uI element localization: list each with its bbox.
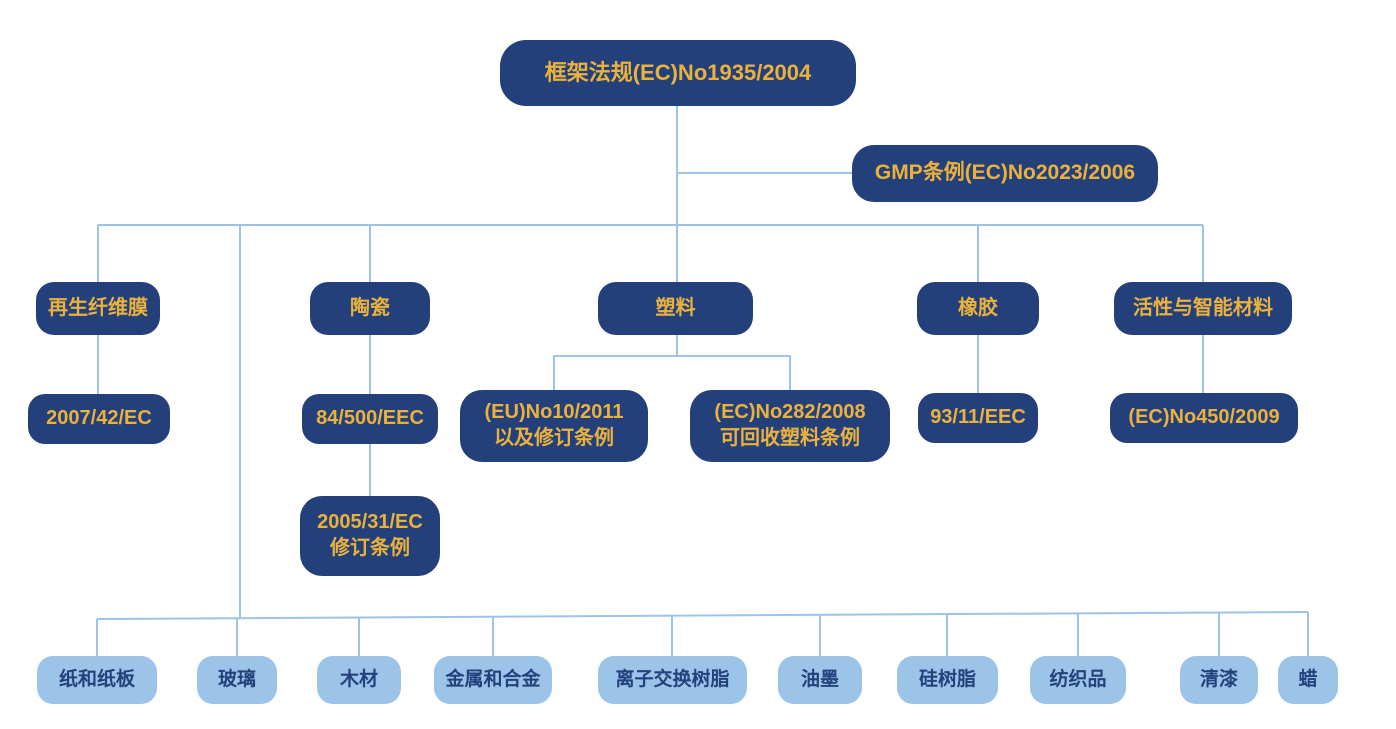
node-regulation-ec-450-2009: (EC)No450/2009 bbox=[1110, 393, 1298, 443]
node-framework-regulation: 框架法规(EC)No1935/2004 bbox=[500, 40, 856, 106]
node-printing-ink: 油墨 bbox=[778, 656, 862, 704]
node-directive-2007-42-ec: 2007/42/EC bbox=[28, 394, 170, 444]
node-paper-and-board: 纸和纸板 bbox=[37, 656, 157, 704]
node-metals-and-alloys: 金属和合金 bbox=[434, 656, 552, 704]
node-directive-84-500-eec: 84/500/EEC bbox=[302, 394, 438, 444]
node-active-intelligent-materials: 活性与智能材料 bbox=[1114, 282, 1292, 335]
node-wax: 蜡 bbox=[1278, 656, 1338, 704]
node-directive-93-11-eec: 93/11/EEC bbox=[918, 393, 1038, 443]
node-wood: 木材 bbox=[317, 656, 401, 704]
node-directive-2005-31-ec: 2005/31/EC 修订条例 bbox=[300, 496, 440, 576]
node-plastics: 塑料 bbox=[598, 282, 753, 335]
node-rubber: 橡胶 bbox=[917, 282, 1039, 335]
node-ion-exchange-resin: 离子交换树脂 bbox=[598, 656, 747, 704]
node-glass: 玻璃 bbox=[197, 656, 277, 704]
node-ceramics: 陶瓷 bbox=[310, 282, 430, 335]
node-silicone: 硅树脂 bbox=[897, 656, 998, 704]
node-regulation-ec-282-2008: (EC)No282/2008 可回收塑料条例 bbox=[690, 390, 890, 462]
node-regulation-eu-10-2011: (EU)No10/2011 以及修订条例 bbox=[460, 390, 648, 462]
node-varnish: 清漆 bbox=[1180, 656, 1258, 704]
node-regenerated-cellulose-film: 再生纤维膜 bbox=[36, 282, 160, 335]
node-gmp-regulation: GMP条例(EC)No2023/2006 bbox=[852, 145, 1158, 202]
node-textiles: 纺织品 bbox=[1030, 656, 1126, 704]
